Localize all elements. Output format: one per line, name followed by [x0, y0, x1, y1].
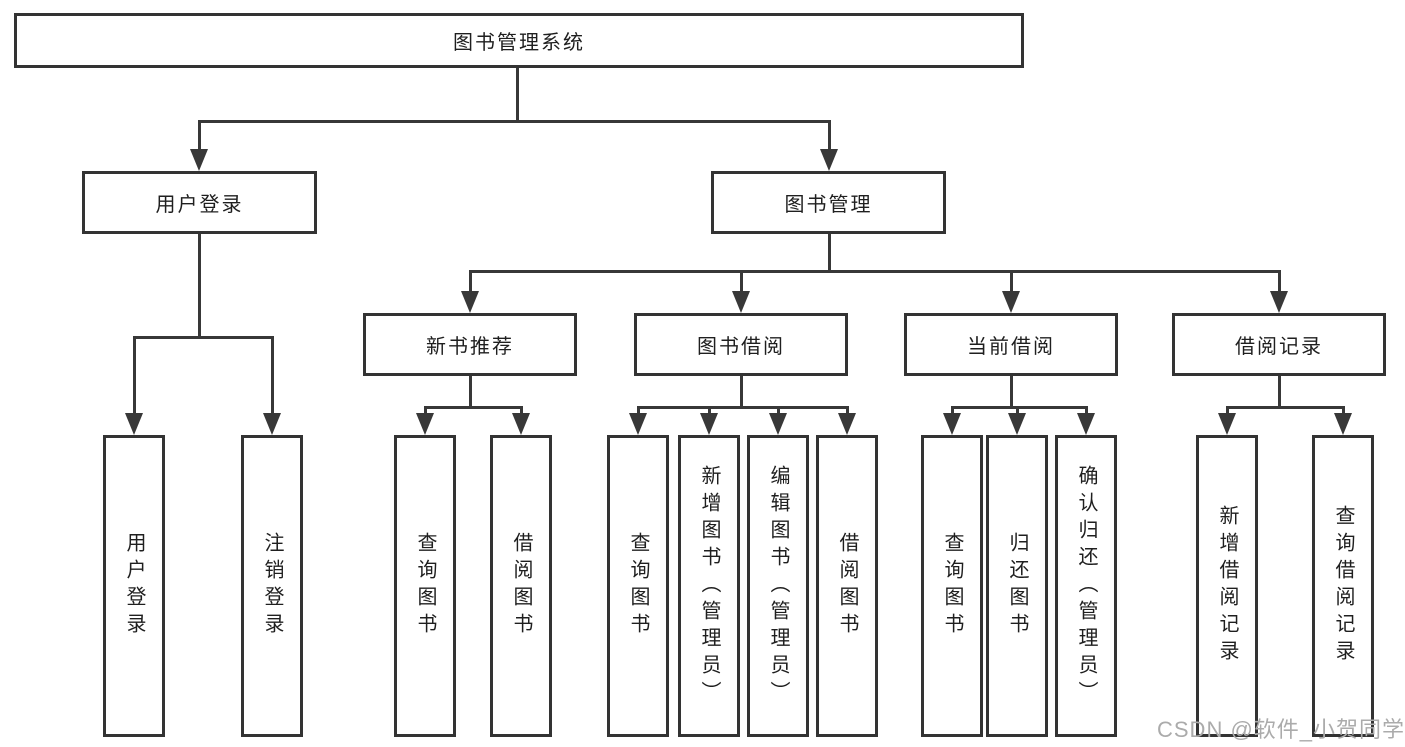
arrow-down-icon — [190, 149, 208, 171]
arrow-down-icon — [461, 291, 479, 313]
connector-branch — [637, 406, 849, 409]
connector-stem — [828, 120, 831, 151]
node-current-borrow: 当前借阅 — [904, 313, 1118, 376]
node-book-management: 图书管理 — [711, 171, 946, 234]
node-current-borrow-label: 当前借阅 — [967, 336, 1055, 358]
connector-trunk — [1010, 376, 1013, 409]
leaf-user-login-label: 用户登录 — [123, 532, 145, 640]
connector-stem — [1342, 406, 1345, 415]
node-book-management-label: 图书管理 — [784, 194, 873, 216]
leaf-query-book-current-label: 查询图书 — [941, 532, 963, 640]
connector-stem — [637, 406, 640, 415]
node-new-book-recommend: 新书推荐 — [363, 313, 577, 376]
connector-level3-branch — [469, 270, 1281, 273]
arrow-down-icon — [629, 413, 647, 435]
csdn-watermark: CSDN @软件_小贺同学 — [1157, 717, 1405, 742]
node-book-borrow-label: 图书借阅 — [697, 336, 785, 358]
leaf-add-borrow-record: 新增借阅记录 — [1196, 435, 1258, 737]
leaf-return-book: 归还图书 — [986, 435, 1048, 737]
connector-branch — [1226, 406, 1345, 409]
arrow-down-icon — [769, 413, 787, 435]
arrow-down-icon — [1218, 413, 1236, 435]
connector-stem — [424, 406, 427, 415]
leaf-add-borrow-record-label: 新增借阅记录 — [1216, 505, 1238, 667]
leaf-query-book-recommend: 查询图书 — [394, 435, 456, 737]
connector-stem — [777, 406, 780, 415]
leaf-query-book-recommend-label: 查询图书 — [414, 532, 436, 640]
arrow-down-icon — [838, 413, 856, 435]
connector-stem — [708, 406, 711, 415]
leaf-logout-login-label: 注销登录 — [261, 532, 283, 640]
leaf-query-book-borrow-label: 查询图书 — [627, 532, 649, 640]
connector-level2-branch — [198, 120, 831, 123]
leaf-borrow-book-recommend-label: 借阅图书 — [510, 532, 532, 640]
leaf-edit-book-admin-label: 编辑图书（管理员） — [767, 464, 789, 708]
node-user-login: 用户登录 — [82, 171, 317, 234]
leaf-return-book-label: 归还图书 — [1006, 532, 1028, 640]
leaf-query-book-borrow: 查询图书 — [607, 435, 669, 737]
connector-login-trunk — [198, 234, 201, 339]
leaf-add-book-admin: 新增图书（管理员） — [678, 435, 740, 737]
arrow-down-icon — [1334, 413, 1352, 435]
connector-stem — [1016, 406, 1019, 415]
connector-stem — [740, 270, 743, 293]
leaf-user-login: 用户登录 — [103, 435, 165, 737]
arrow-down-icon — [1008, 413, 1026, 435]
connector-stem — [133, 336, 136, 415]
connector-branch — [424, 406, 523, 409]
connector-book-trunk — [828, 234, 831, 273]
connector-stem — [520, 406, 523, 415]
leaf-query-borrow-record: 查询借阅记录 — [1312, 435, 1374, 737]
leaf-confirm-return-admin: 确认归还（管理员） — [1055, 435, 1117, 737]
leaf-borrow-book-recommend: 借阅图书 — [490, 435, 552, 737]
arrow-down-icon — [512, 413, 530, 435]
arrow-down-icon — [732, 291, 750, 313]
connector-stem — [1226, 406, 1229, 415]
node-book-borrow: 图书借阅 — [634, 313, 848, 376]
connector-stem — [198, 120, 201, 151]
connector-trunk — [740, 376, 743, 409]
node-borrow-record: 借阅记录 — [1172, 313, 1386, 376]
connector-stem — [1010, 270, 1013, 293]
connector-branch — [951, 406, 1088, 409]
leaf-query-book-current: 查询图书 — [921, 435, 983, 737]
arrow-down-icon — [125, 413, 143, 435]
connector-stem — [469, 270, 472, 293]
arrow-down-icon — [416, 413, 434, 435]
leaf-edit-book-admin: 编辑图书（管理员） — [747, 435, 809, 737]
arrow-down-icon — [1270, 291, 1288, 313]
node-borrow-record-label: 借阅记录 — [1235, 336, 1323, 358]
leaf-borrow-book: 借阅图书 — [816, 435, 878, 737]
leaf-borrow-book-label: 借阅图书 — [836, 532, 858, 640]
connector-stem — [1085, 406, 1088, 415]
arrow-down-icon — [820, 149, 838, 171]
arrow-down-icon — [943, 413, 961, 435]
connector-root-trunk — [516, 68, 519, 122]
leaf-logout-login: 注销登录 — [241, 435, 303, 737]
connector-stem — [846, 406, 849, 415]
arrow-down-icon — [1002, 291, 1020, 313]
connector-stem — [1278, 270, 1281, 293]
connector-trunk — [1278, 376, 1281, 409]
arrow-down-icon — [700, 413, 718, 435]
node-root: 图书管理系统 — [14, 13, 1024, 68]
connector-login-branch — [133, 336, 274, 339]
node-user-login-label: 用户登录 — [155, 194, 244, 216]
node-new-book-recommend-label: 新书推荐 — [426, 336, 514, 358]
connector-stem — [271, 336, 274, 415]
connector-trunk — [469, 376, 472, 409]
leaf-add-book-admin-label: 新增图书（管理员） — [698, 464, 720, 708]
leaf-confirm-return-admin-label: 确认归还（管理员） — [1075, 464, 1097, 708]
arrow-down-icon — [1077, 413, 1095, 435]
arrow-down-icon — [263, 413, 281, 435]
leaf-query-borrow-record-label: 查询借阅记录 — [1332, 505, 1354, 667]
node-root-label: 图书管理系统 — [453, 32, 585, 54]
connector-stem — [951, 406, 954, 415]
